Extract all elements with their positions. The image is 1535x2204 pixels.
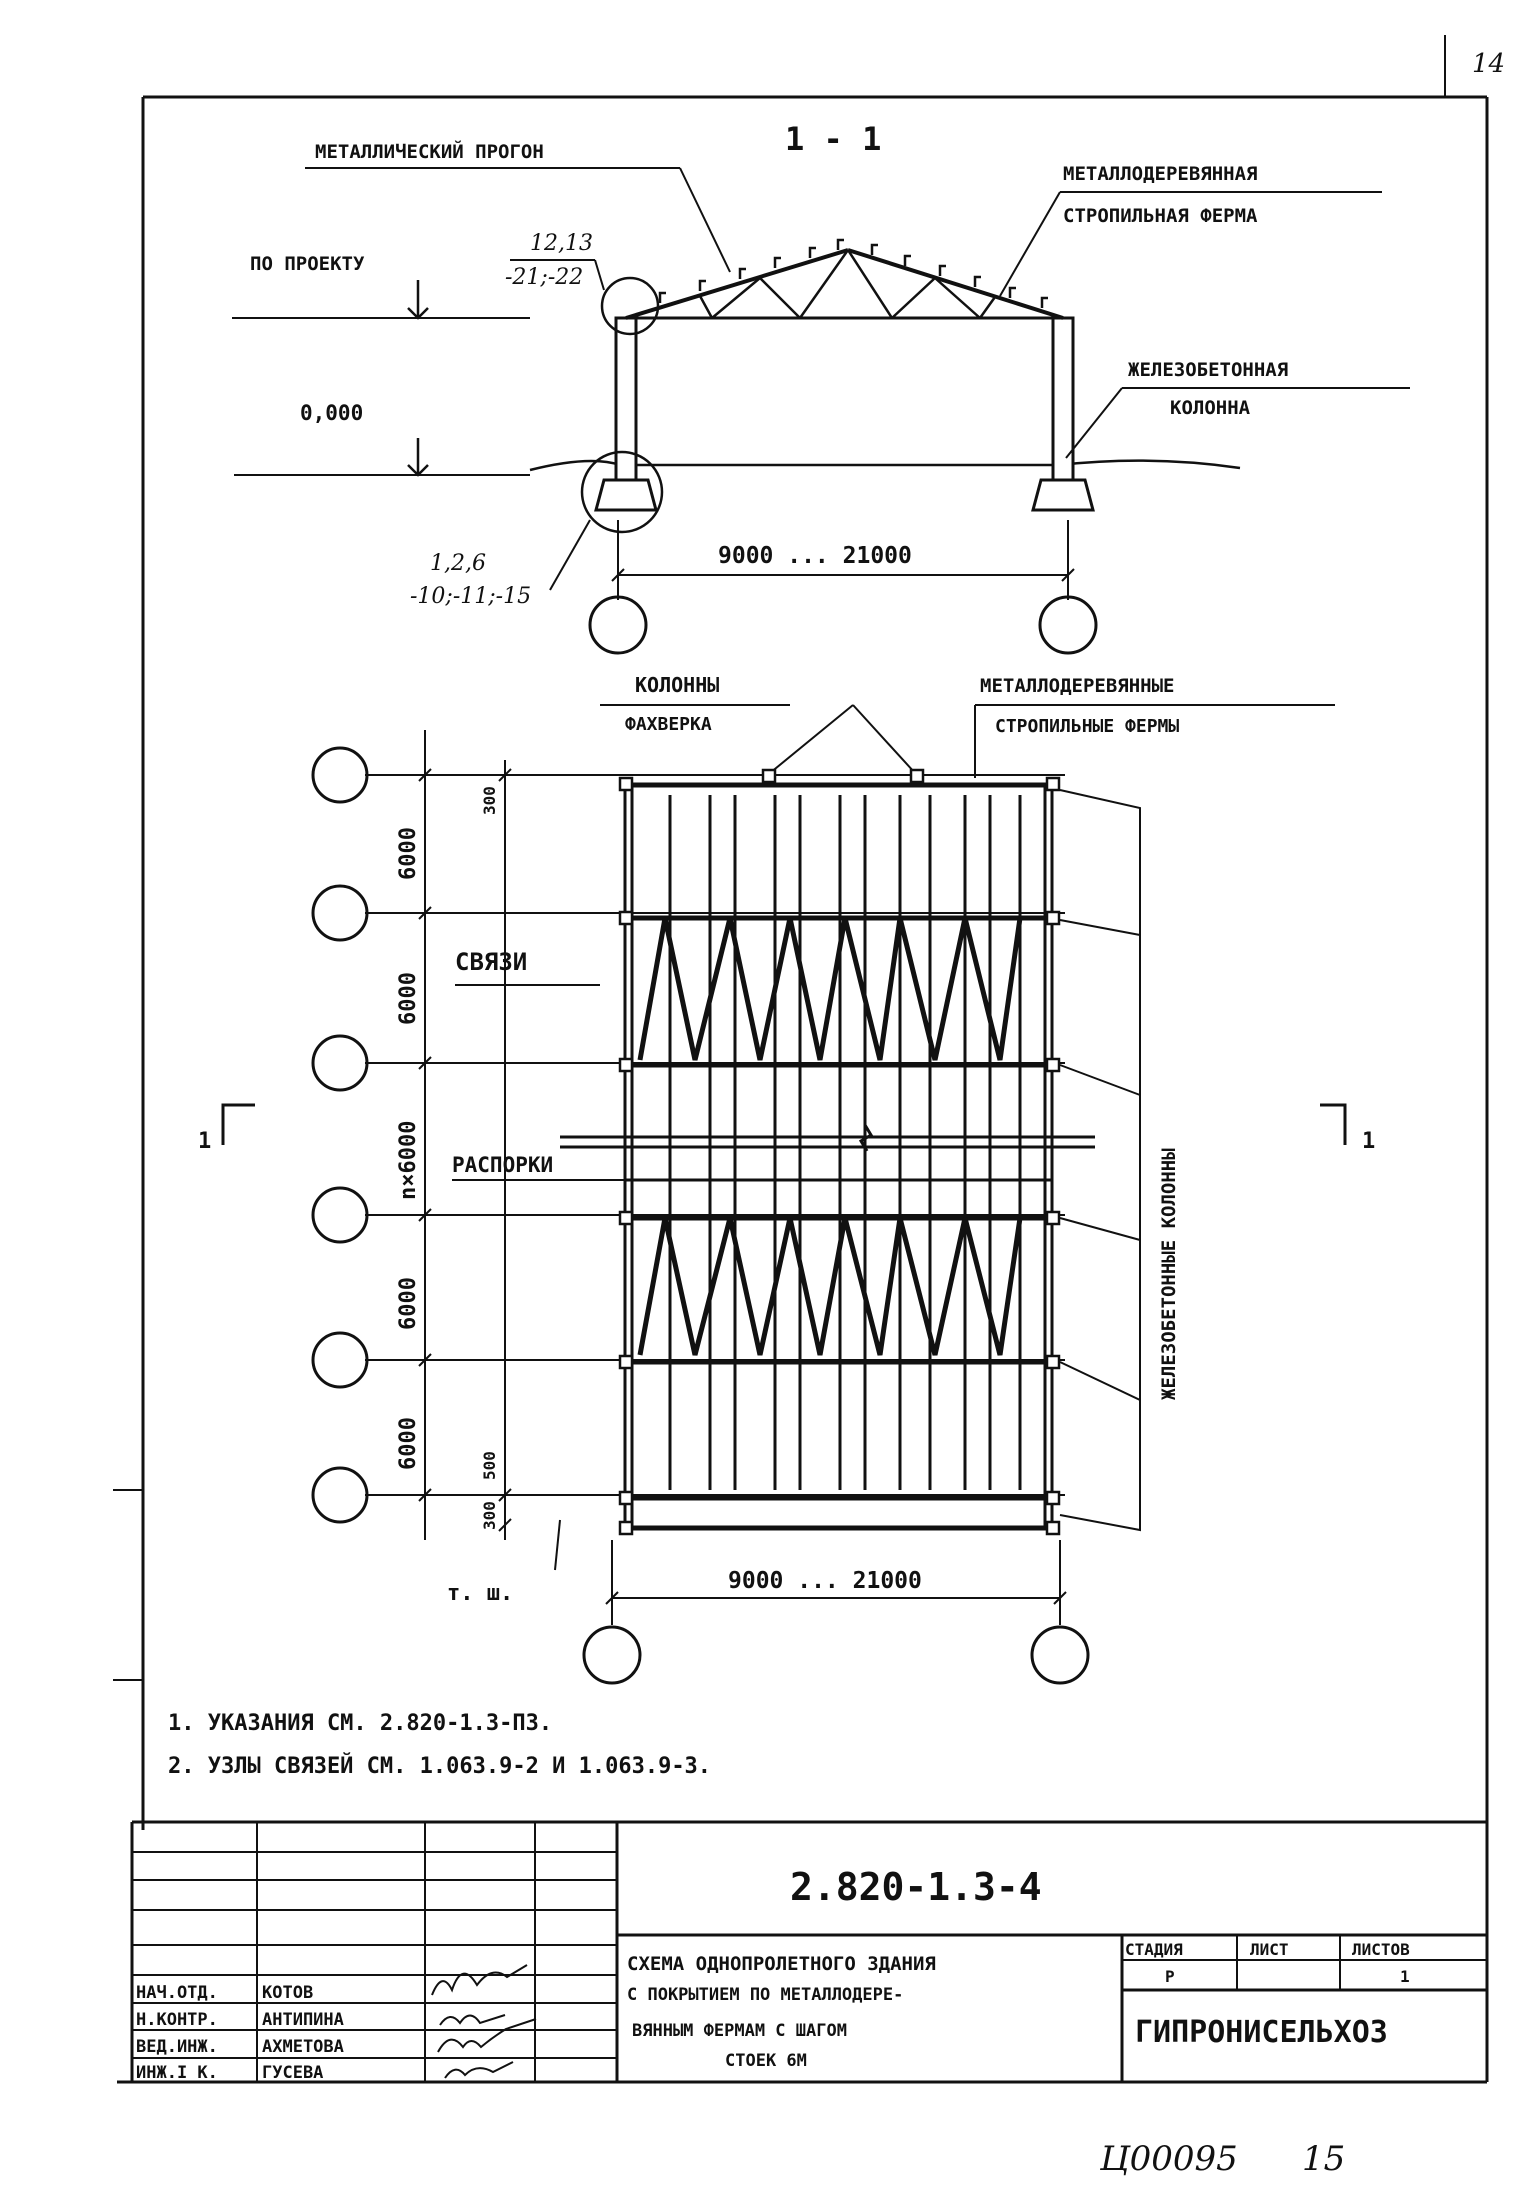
stage-value: Р xyxy=(1165,1967,1175,1986)
note-1: 1. УКАЗАНИЯ СМ. 2.820-1.3-ПЗ. xyxy=(168,1711,552,1736)
label-fachwerk-1: КОЛОННЫ xyxy=(635,673,719,697)
axis-bubble-a-plan xyxy=(582,1625,642,1685)
staff-name-1: КОТОВ xyxy=(262,1983,313,2003)
organization: ГИПРОНИСЕЛЬХОЗ xyxy=(1135,2015,1388,2050)
dim-6000-3: 6000 xyxy=(396,1277,421,1330)
title-block: 2.820-1.3-4 СХЕМА ОДНОПРОЛЕТНОГО ЗДАНИЯ … xyxy=(130,1820,1487,2083)
longitudinal-walls xyxy=(623,785,1054,1528)
label-zero-level: 0,000 xyxy=(300,401,363,425)
label-truss-1: МЕТАЛЛОДЕРЕВЯННАЯ xyxy=(1063,163,1257,185)
staff-role-2: Н.КОНТР. xyxy=(136,2010,218,2030)
axis-bubble-b-plan xyxy=(1030,1625,1090,1685)
node-circle-top xyxy=(600,276,660,336)
node-top-ref-b: -21;-22 xyxy=(505,265,583,290)
label-column-2: КОЛОННА xyxy=(1170,397,1251,419)
staff-role-1: НАЧ.ОТД. xyxy=(136,1983,218,2003)
title-line-3: ВЯННЫМ ФЕРМАМ С ШАГОМ xyxy=(632,2021,847,2041)
sheet-frame xyxy=(113,35,1489,2084)
staff-name-4: ГУСЕВА xyxy=(262,2063,323,2083)
label-trusses-1: МЕТАЛЛОДЕРЕВЯННЫЕ xyxy=(980,675,1174,697)
title-line-1: СХЕМА ОДНОПРОЛЕТНОГО ЗДАНИЯ xyxy=(627,1953,936,1975)
staff-role-4: ИНЖ.I К. xyxy=(136,2063,218,2083)
note-2: 2. УЗЛЫ СВЯЗЕЙ СМ. 1.063.9-2 И 1.063.9-3… xyxy=(168,1753,711,1779)
cut-mark-left xyxy=(221,1103,255,1145)
staff-role-3: ВЕД.ИНЖ. xyxy=(136,2037,218,2057)
bracing-bay-1 xyxy=(637,917,1023,1061)
label-rc-columns: ЖЕЛЕЗОБЕТОННЫЕ КОЛОННЫ xyxy=(1158,1148,1180,1400)
page-number: 15 xyxy=(1302,2139,1345,2179)
purlins xyxy=(658,238,1048,308)
sheets-value: 1 xyxy=(1400,1967,1410,1986)
leader-lines xyxy=(232,167,1410,591)
title-line-4: СТОЕК 6М xyxy=(725,2051,807,2071)
axis-bubble-b-section xyxy=(1038,595,1098,655)
plan-span-value: 9000 ... 21000 xyxy=(728,1568,922,1594)
node-top-ref-a: 12,13 xyxy=(530,231,593,256)
dim-500-bottom: 500 xyxy=(480,1451,499,1480)
plan-span-dimension xyxy=(605,1540,1067,1625)
dim-6000-2: 6000 xyxy=(396,972,421,1025)
label-by-project: ПО ПРОЕКТУ xyxy=(250,253,365,275)
bracing-bay-2 xyxy=(637,1217,1023,1356)
dim-300-bottom: 300 xyxy=(480,1501,499,1530)
label-fachwerk-2: ФАХВЕРКА xyxy=(625,714,712,735)
label-column-1: ЖЕЛЕЗОБЕТОННАЯ xyxy=(1128,359,1288,381)
dim-6000-4: 6000 xyxy=(396,1417,421,1470)
roof-truss xyxy=(625,248,1064,320)
left-dimension-chain xyxy=(418,730,512,1540)
sheets-header: ЛИСТОВ xyxy=(1352,1940,1410,1959)
label-truss-2: СТРОПИЛЬНАЯ ФЕРМА xyxy=(1063,205,1258,227)
rc-column-right xyxy=(1051,316,1075,482)
level-mark-zero xyxy=(407,438,429,477)
staff-name-3: АХМЕТОВА xyxy=(262,2037,344,2057)
plan-view: КОЛОННЫ ФАХВЕРКА МЕТАЛЛОДЕРЕВЯННЫЕ СТРОП… xyxy=(198,673,1375,1685)
section-span-dimension xyxy=(611,520,1075,600)
archive-code: Ц00095 xyxy=(1099,2139,1238,2179)
grid-axis-lines xyxy=(365,774,1065,1496)
cut-label-left: 1 xyxy=(198,1129,211,1154)
section-title: 1 - 1 xyxy=(785,120,881,158)
dim-n-6000: n×6000 xyxy=(396,1121,421,1200)
label-struts: РАСПОРКИ xyxy=(452,1153,553,1177)
dim-300-top: 300 xyxy=(480,786,499,815)
rc-column-left xyxy=(614,316,638,482)
section-span-value: 9000 ... 21000 xyxy=(718,543,912,569)
title-line-2: С ПОКРЫТИЕМ ПО МЕТАЛЛОДЕРЕ- xyxy=(627,1985,903,2005)
column-markers xyxy=(618,768,1061,1536)
cut-mark-right xyxy=(1320,1103,1347,1145)
axis-bubble-a-section xyxy=(588,595,648,655)
section-1-1: 1 - 1 xyxy=(232,120,1410,655)
footing-right xyxy=(1031,478,1095,512)
node-bottom-ref-b: -10;-11;-15 xyxy=(410,584,531,609)
dim-6000-1: 6000 xyxy=(396,827,421,880)
label-temp-joint: т. ш. xyxy=(447,1581,513,1606)
stage-header: СТАДИЯ xyxy=(1125,1940,1183,1959)
label-trusses-2: СТРОПИЛЬНЫЕ ФЕРМЫ xyxy=(995,716,1179,737)
purlins-plan xyxy=(668,795,1022,1490)
sheet-header: ЛИСТ xyxy=(1250,1940,1289,1959)
footing-left xyxy=(594,478,658,512)
staff-name-2: АНТИПИНА xyxy=(262,2010,344,2030)
rc-column-leaders xyxy=(1059,789,1141,1532)
axis-bubbles-left xyxy=(311,746,369,1524)
designation: 2.820-1.3-4 xyxy=(790,1865,1042,1909)
struts xyxy=(560,1124,1095,1182)
level-mark-project xyxy=(407,280,429,320)
sheet-number: 14 xyxy=(1472,49,1505,79)
label-purlin: МЕТАЛЛИЧЕСКИЙ ПРОГОН xyxy=(315,140,544,163)
signatures xyxy=(431,1964,537,2079)
node-bottom-ref-a: 1,2,6 xyxy=(430,551,486,576)
cut-label-right: 1 xyxy=(1362,1129,1375,1154)
label-bracing: СВЯЗИ xyxy=(455,948,527,976)
node-circle-bottom xyxy=(580,450,664,534)
